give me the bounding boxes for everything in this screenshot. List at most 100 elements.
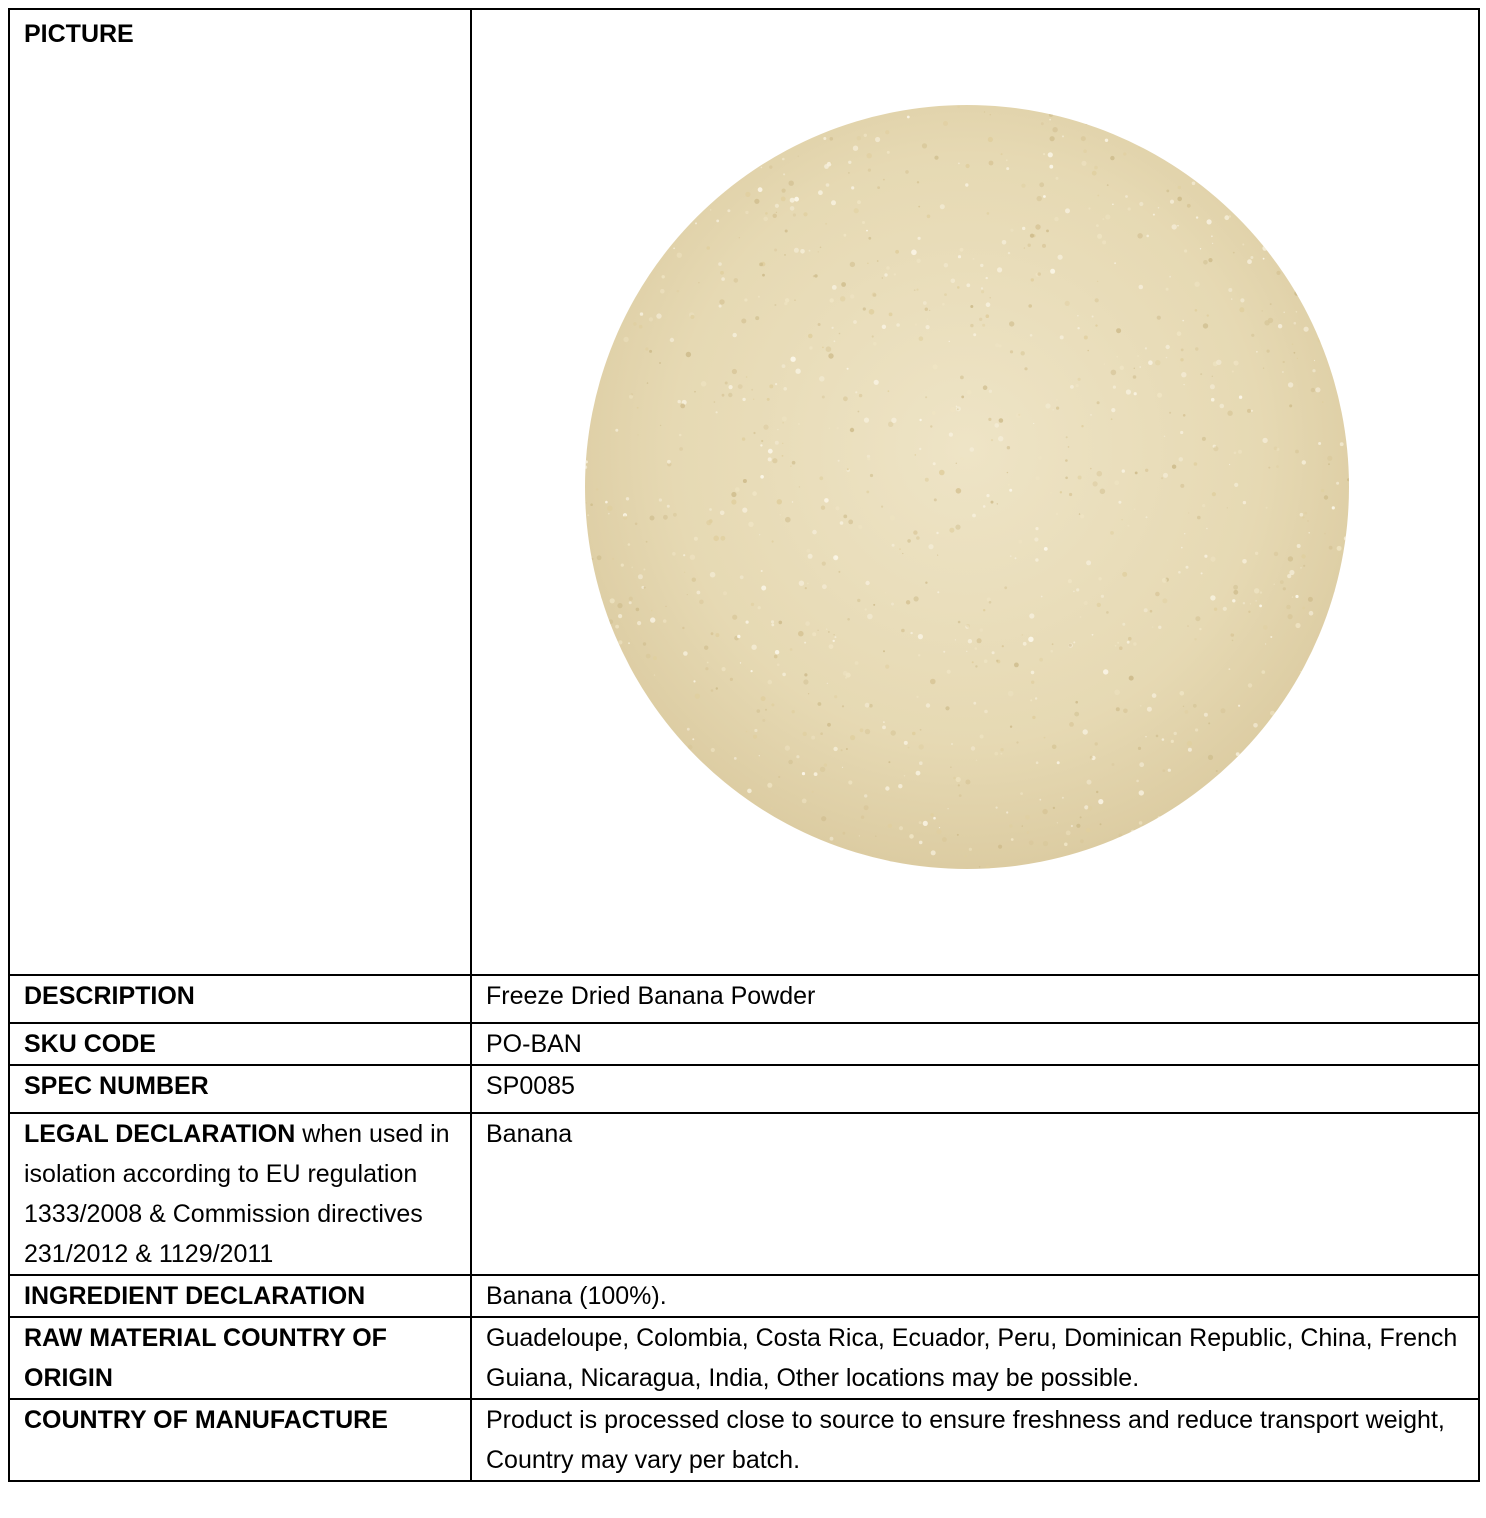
- powder-grain: [944, 293, 947, 296]
- powder-grain: [989, 297, 991, 299]
- description-row: DESCRIPTION Freeze Dried Banana Powder: [8, 974, 1480, 1024]
- powder-grain: [1035, 527, 1039, 531]
- powder-grain: [1082, 729, 1088, 735]
- powder-grain: [1266, 790, 1271, 795]
- powder-grain: [1112, 203, 1114, 206]
- powder-grain: [1293, 321, 1297, 325]
- powder-grain: [828, 427, 831, 430]
- powder-grain: [1335, 106, 1341, 112]
- powder-grain: [883, 108, 889, 113]
- powder-grain: [801, 847, 808, 854]
- powder-grain: [916, 536, 920, 540]
- powder-grain: [1195, 216, 1199, 219]
- powder-grain: [1300, 671, 1302, 673]
- powder-grain: [858, 835, 861, 837]
- powder-grain: [901, 628, 905, 633]
- powder-grain: [1208, 258, 1213, 263]
- powder-grain: [1165, 356, 1168, 359]
- powder-grain: [1314, 281, 1320, 286]
- powder-grain: [1006, 446, 1011, 450]
- powder-grain: [594, 326, 597, 329]
- powder-grain: [635, 607, 640, 612]
- powder-grain: [1183, 852, 1185, 854]
- powder-grain: [1031, 680, 1035, 684]
- powder-grain: [973, 701, 977, 705]
- powder-grain: [1264, 219, 1267, 221]
- powder-grain: [983, 659, 988, 663]
- powder-grain: [626, 129, 631, 135]
- powder-grain: [1010, 228, 1014, 232]
- powder-grain: [957, 620, 961, 624]
- powder-grain: [1021, 634, 1024, 636]
- powder-grain: [757, 606, 761, 610]
- powder-grain: [1295, 112, 1301, 118]
- powder-grain: [1062, 135, 1064, 138]
- powder-grain: [1095, 324, 1098, 327]
- powder-grain: [1018, 539, 1023, 544]
- powder-grain: [1216, 840, 1219, 844]
- powder-grain: [748, 139, 753, 143]
- powder-grain: [1307, 520, 1309, 522]
- powder-grain: [657, 203, 660, 206]
- powder-grain: [1117, 641, 1120, 644]
- powder-grain: [823, 137, 827, 140]
- powder-grain: [1233, 584, 1238, 590]
- powder-grain: [1014, 557, 1017, 560]
- powder-grain: [866, 153, 872, 159]
- powder-grain: [774, 440, 779, 445]
- powder-grain: [1099, 823, 1102, 826]
- powder-grain: [929, 309, 931, 311]
- powder-grain: [1270, 710, 1275, 716]
- powder-grain: [842, 670, 848, 676]
- powder-grain: [1202, 323, 1209, 329]
- powder-grain: [930, 678, 936, 685]
- powder-grain: [715, 411, 718, 414]
- powder-grain: [1065, 105, 1069, 109]
- powder-grain: [1163, 435, 1166, 437]
- powder-grain: [1091, 633, 1094, 636]
- powder-grain: [864, 794, 868, 798]
- powder-grain: [808, 249, 811, 252]
- powder-grain: [1321, 488, 1325, 493]
- powder-grain: [1326, 711, 1331, 716]
- powder-grain: [1248, 610, 1251, 613]
- powder-grain: [1245, 775, 1248, 779]
- powder-grain: [939, 204, 945, 210]
- powder-grain: [936, 531, 939, 535]
- powder-grain: [933, 498, 937, 502]
- powder-grain: [632, 167, 636, 171]
- powder-grain: [1056, 406, 1060, 410]
- powder-grain: [1335, 319, 1338, 322]
- powder-grain: [1238, 395, 1243, 399]
- powder-grain: [996, 659, 999, 662]
- powder-grain: [1336, 481, 1340, 485]
- powder-grain: [637, 621, 642, 626]
- powder-grain: [1006, 471, 1009, 474]
- powder-grain: [833, 634, 835, 636]
- powder-grain: [1335, 162, 1340, 167]
- powder-grain: [613, 772, 615, 774]
- powder-grain: [658, 853, 661, 856]
- powder-grain: [1320, 811, 1324, 816]
- powder-grain: [812, 529, 817, 535]
- powder-grain: [914, 454, 917, 456]
- powder-grain: [906, 115, 910, 119]
- powder-grain: [1043, 153, 1046, 156]
- powder-grain: [627, 761, 630, 765]
- powder-grain: [1301, 693, 1307, 700]
- powder-grain: [1081, 160, 1087, 166]
- powder-grain: [728, 385, 733, 390]
- powder-grain: [1169, 411, 1172, 414]
- powder-grain: [1278, 766, 1282, 770]
- powder-grain: [585, 578, 588, 581]
- powder-grain: [1246, 806, 1251, 811]
- powder-grain: [774, 650, 780, 655]
- powder-grain: [814, 274, 818, 278]
- powder-grain: [771, 113, 774, 116]
- powder-grain: [1229, 189, 1235, 195]
- powder-grain: [1042, 808, 1048, 815]
- powder-grain: [1029, 233, 1035, 238]
- powder-grain: [718, 262, 722, 266]
- powder-grain: [739, 575, 744, 580]
- ingredient-declaration-value: Banana (100%).: [470, 1274, 1480, 1318]
